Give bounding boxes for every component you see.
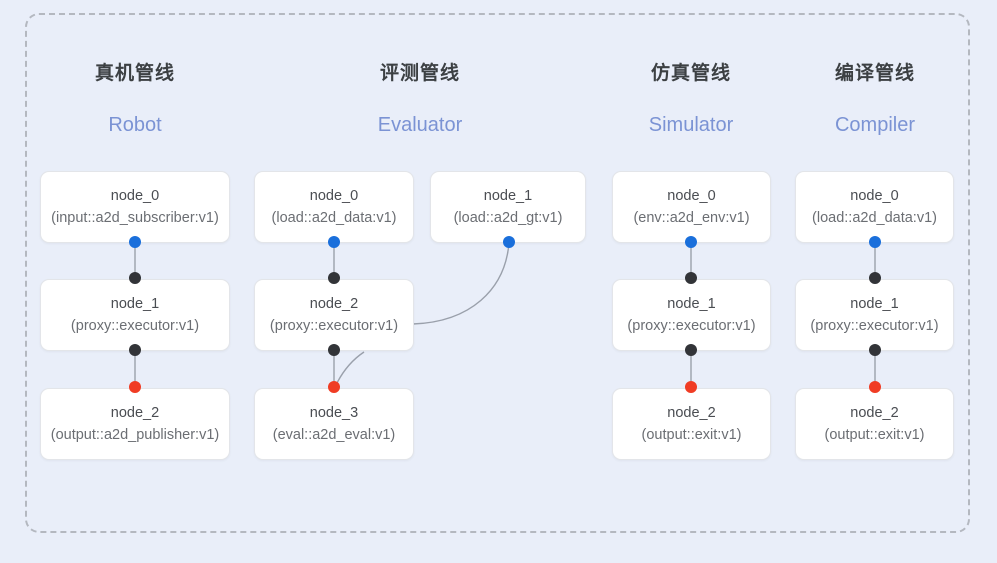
port-dot-in-compiler-1[interactable]: [869, 272, 881, 284]
port-dot-output-simulator-2[interactable]: [685, 381, 697, 393]
node-id: node_1: [110, 296, 160, 312]
node-id: node_0: [309, 188, 359, 204]
node-id: node_2: [309, 296, 359, 312]
node-id: node_0: [667, 188, 716, 204]
node-card-evaluator-2[interactable]: node_2 (proxy::executor:v1): [254, 279, 414, 351]
node-id: node_0: [850, 188, 899, 204]
port-dot-input-robot-0[interactable]: [129, 236, 141, 248]
port-dot-input-evaluator-0[interactable]: [328, 236, 340, 248]
node-kind: (proxy::executor:v1): [810, 318, 939, 334]
node-id: node_1: [850, 296, 899, 312]
node-card-evaluator-3[interactable]: node_3 (eval::a2d_eval:v1): [254, 388, 414, 460]
node-card-evaluator-0[interactable]: node_0 (load::a2d_data:v1): [254, 171, 414, 243]
node-id: node_3: [309, 405, 359, 421]
port-dot-out-compiler-1[interactable]: [869, 344, 881, 356]
node-kind: (output::a2d_publisher:v1): [50, 427, 220, 443]
node-card-robot-1[interactable]: node_1 (proxy::executor:v1): [40, 279, 230, 351]
node-id: node_2: [110, 405, 160, 421]
node-kind: (output::exit:v1): [641, 427, 742, 443]
port-dot-in-evaluator-2[interactable]: [328, 272, 340, 284]
node-id: node_1: [667, 296, 716, 312]
node-card-evaluator-gt[interactable]: node_1 (load::a2d_gt:v1): [430, 171, 586, 243]
node-kind: (load::a2d_gt:v1): [453, 210, 563, 226]
port-dot-output-robot-2[interactable]: [129, 381, 141, 393]
node-kind: (eval::a2d_eval:v1): [272, 427, 396, 443]
node-card-compiler-0[interactable]: node_0 (load::a2d_data:v1): [795, 171, 954, 243]
port-dot-out-simulator-1[interactable]: [685, 344, 697, 356]
node-id: node_1: [483, 188, 533, 204]
port-dot-output-compiler-2[interactable]: [869, 381, 881, 393]
port-dot-output-evaluator-3[interactable]: [328, 381, 340, 393]
node-card-robot-0[interactable]: node_0 (input::a2d_subscriber:v1): [40, 171, 230, 243]
node-card-compiler-2[interactable]: node_2 (output::exit:v1): [795, 388, 954, 460]
node-card-simulator-1[interactable]: node_1 (proxy::executor:v1): [612, 279, 771, 351]
node-kind: (load::a2d_data:v1): [271, 210, 397, 226]
port-dot-input-evaluator-gt[interactable]: [503, 236, 515, 248]
port-dot-in-robot-1[interactable]: [129, 272, 141, 284]
node-kind: (proxy::executor:v1): [627, 318, 756, 334]
node-kind: (env::a2d_env:v1): [633, 210, 750, 226]
port-dot-input-compiler-0[interactable]: [869, 236, 881, 248]
node-id: node_2: [667, 405, 716, 421]
node-kind: (load::a2d_data:v1): [812, 210, 937, 226]
node-id: node_2: [850, 405, 899, 421]
port-dot-input-simulator-0[interactable]: [685, 236, 697, 248]
port-dot-out-robot-1[interactable]: [129, 344, 141, 356]
node-kind: (input::a2d_subscriber:v1): [51, 210, 219, 226]
node-card-robot-2[interactable]: node_2 (output::a2d_publisher:v1): [40, 388, 230, 460]
node-kind: (proxy::executor:v1): [269, 318, 399, 334]
port-dot-in-simulator-1[interactable]: [685, 272, 697, 284]
node-kind: (output::exit:v1): [824, 427, 925, 443]
port-dot-out-evaluator-2[interactable]: [328, 344, 340, 356]
pipeline-group-frame: [25, 13, 970, 533]
node-card-simulator-2[interactable]: node_2 (output::exit:v1): [612, 388, 771, 460]
node-card-simulator-0[interactable]: node_0 (env::a2d_env:v1): [612, 171, 771, 243]
node-card-compiler-1[interactable]: node_1 (proxy::executor:v1): [795, 279, 954, 351]
node-kind: (proxy::executor:v1): [70, 318, 200, 334]
node-id: node_0: [110, 188, 160, 204]
